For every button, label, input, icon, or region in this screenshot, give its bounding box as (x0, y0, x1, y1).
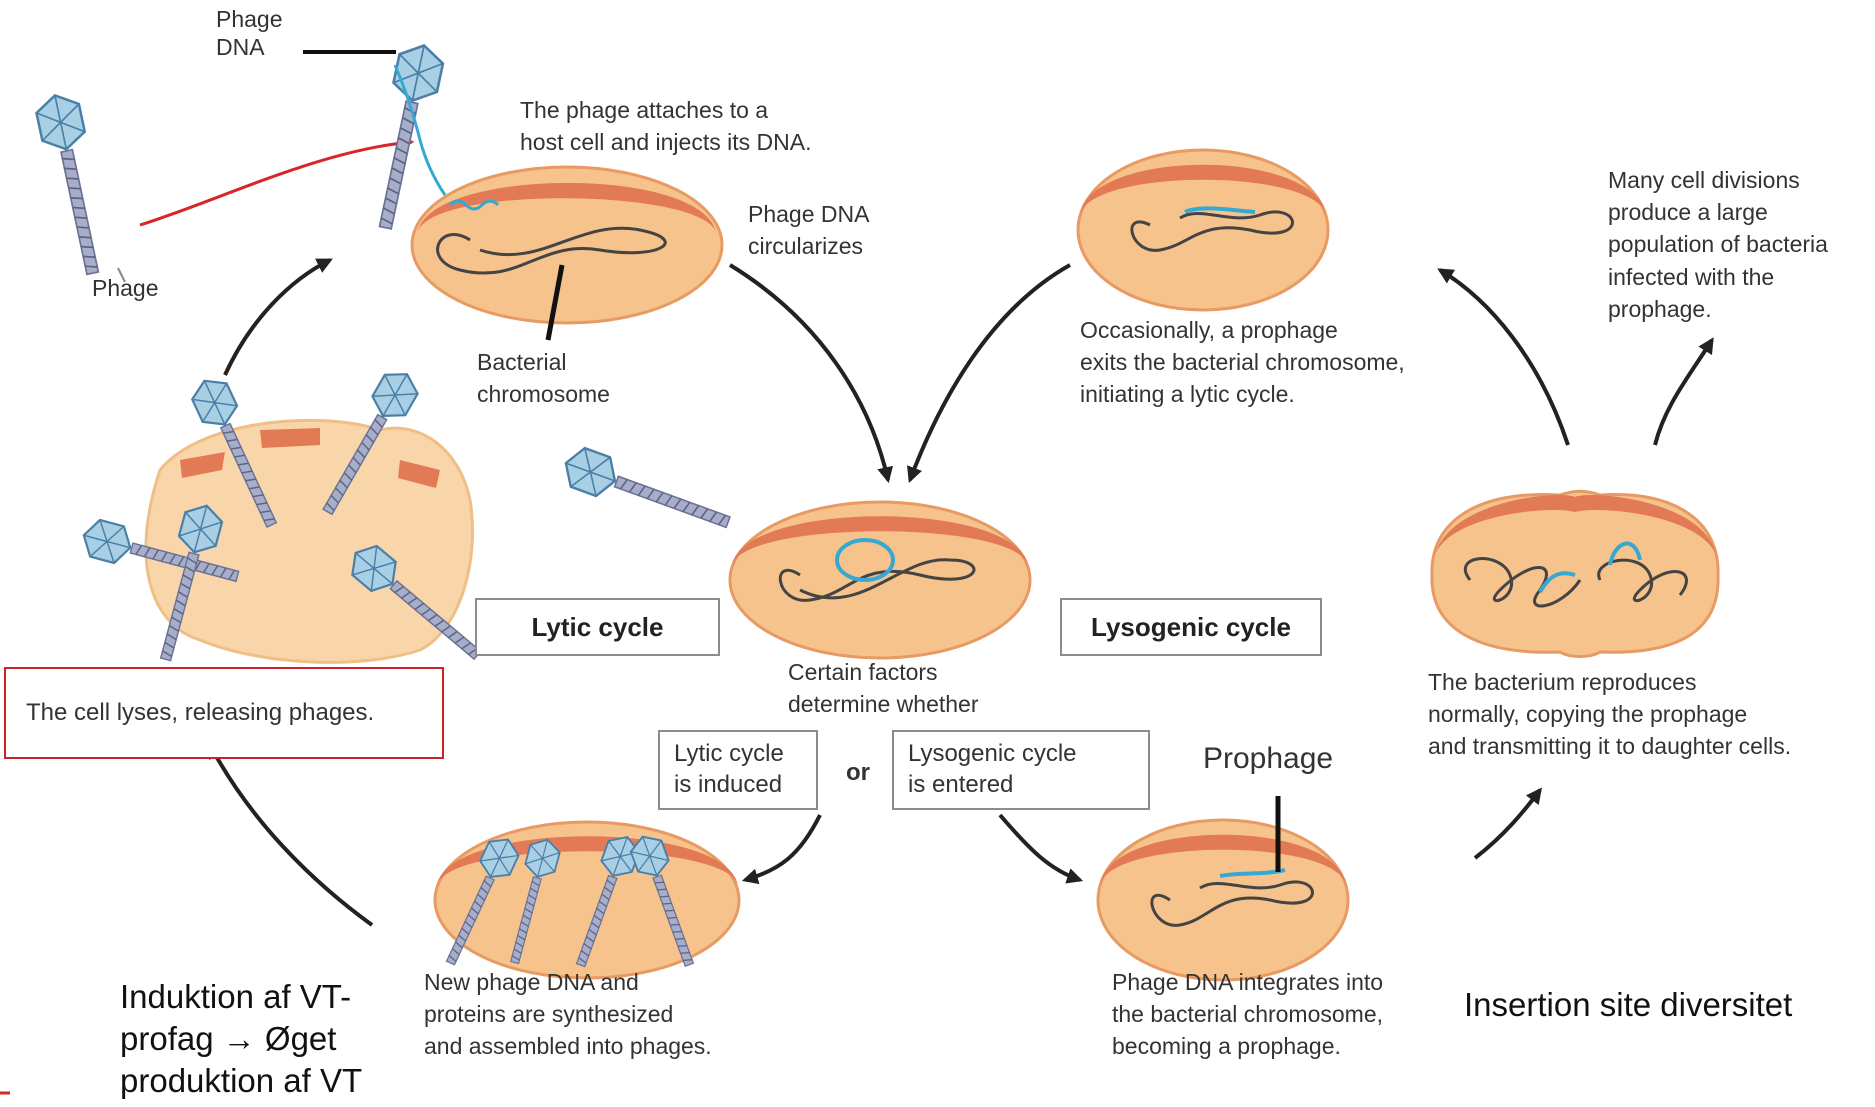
many-divisions-label: Many cell divisions produce a large popu… (1608, 164, 1828, 325)
occasionally-label: Occasionally, a prophage exits the bacte… (1080, 314, 1405, 411)
phage-dna-label: Phage DNA (216, 6, 283, 61)
cell-dividing (1432, 491, 1718, 656)
cell-prophage-exits (1078, 150, 1328, 310)
arrow-divide-to-exit (1440, 270, 1568, 445)
arrow-infect-to-central (730, 265, 888, 480)
cell-lysed (79, 365, 490, 670)
lysogenic-entered-box: Lysogenic cycle is entered (892, 730, 1150, 810)
or-label: or (846, 756, 870, 790)
insertion-label: Insertion site diversitet (1464, 984, 1792, 1026)
arrow-prophage-to-divide (1475, 790, 1540, 858)
arrow-divide-to-many (1655, 340, 1712, 445)
induktion-label: Induktion af VT- profag → Øget produktio… (120, 976, 362, 1103)
certain-factors-label: Certain factors determine whether (788, 656, 979, 720)
cell-prophage (1098, 796, 1348, 980)
cell-central (730, 502, 1030, 658)
lytic-cycle-box: Lytic cycle (475, 598, 720, 656)
floating-phage (559, 444, 735, 542)
lysogenic-cycle-box: Lysogenic cycle (1060, 598, 1322, 656)
reproduces-label: The bacterium reproduces normally, copyi… (1428, 666, 1791, 763)
integrates-label: Phage DNA integrates into the bacterial … (1112, 966, 1383, 1063)
attach-label: The phage attaches to a host cell and in… (520, 94, 811, 158)
arrow-entered-to-prophage (1000, 815, 1080, 880)
red-arrow (140, 142, 412, 225)
lytic-induced-box: Lytic cycle is induced (658, 730, 818, 810)
free-phage (34, 91, 125, 282)
cell-infected (412, 167, 722, 340)
new-phage-label: New phage DNA and proteins are synthesiz… (424, 966, 712, 1063)
arrow-exit-to-central (910, 265, 1070, 480)
bacterial-chromosome-label: Bacterial chromosome (477, 346, 610, 410)
circularizes-label: Phage DNA circularizes (748, 198, 869, 262)
phage-label: Phage (92, 272, 159, 304)
cell-lyses-box: The cell lyses, releasing phages. (4, 667, 444, 759)
arrow-assembly-to-lysed (210, 745, 372, 925)
prophage-label: Prophage (1203, 738, 1333, 780)
cell-phage-assembly (435, 822, 739, 978)
arrow-lysed-to-infect (225, 260, 330, 375)
arrow-induced-to-assembly (745, 815, 820, 880)
